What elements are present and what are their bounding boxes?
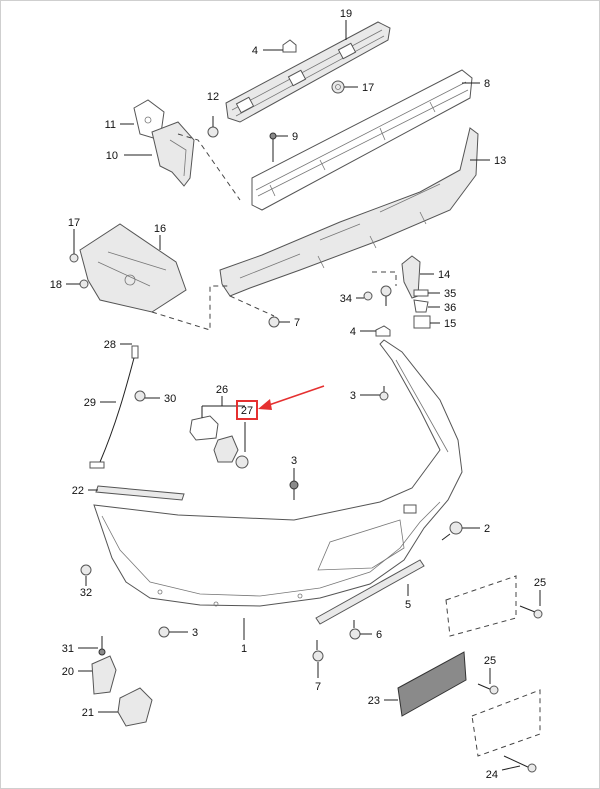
bolt-part-25-lower	[477, 683, 499, 695]
screw-part-34	[363, 291, 373, 301]
callout-2: 2	[484, 523, 490, 535]
callout-7-lower: 7	[315, 681, 321, 693]
screw-part-12	[207, 116, 219, 138]
clip-part-35	[413, 289, 429, 297]
screw-part-32	[80, 564, 92, 576]
callout-25-lower: 25	[484, 655, 496, 667]
callout-19: 19	[340, 8, 352, 20]
callout-4-mid: 4	[350, 326, 356, 338]
callout-22: 22	[72, 485, 84, 497]
callout-27: 27	[241, 405, 253, 417]
callout-35: 35	[444, 288, 456, 300]
callout-24: 24	[486, 769, 498, 781]
side-bracket-part-16	[79, 223, 187, 313]
clip-part-4-upper	[282, 39, 297, 53]
bolt-part-24	[503, 755, 537, 773]
callout-12: 12	[207, 91, 219, 103]
bumper-beam	[251, 69, 473, 211]
callout-36: 36	[444, 302, 456, 314]
callout-16: 16	[154, 223, 166, 235]
nut-part-17-upper	[331, 80, 345, 94]
callout-8: 8	[484, 78, 490, 90]
license-plate-part-23	[397, 651, 467, 717]
callout-13: 13	[494, 155, 506, 167]
callout-9: 9	[292, 131, 298, 143]
clip-part-30	[134, 390, 146, 402]
callout-32: 32	[80, 587, 92, 599]
arrow-part-2	[441, 533, 451, 541]
callout-28: 28	[104, 339, 116, 351]
callout-26: 26	[216, 384, 228, 396]
red-pointer-arrow	[258, 385, 325, 410]
bolt-part-3-right	[379, 386, 389, 401]
callout-25-upper: 25	[534, 577, 546, 589]
stud-part-31	[98, 636, 106, 656]
lower-diffuser	[219, 127, 479, 297]
callout-34: 34	[340, 293, 352, 305]
callout-29: 29	[84, 397, 96, 409]
callout-3-lower: 3	[192, 627, 198, 639]
callout-5: 5	[405, 599, 411, 611]
callout-14: 14	[438, 269, 450, 281]
callout-10: 10	[106, 150, 118, 162]
callout-21: 21	[82, 707, 94, 719]
strip-part-5	[315, 559, 425, 625]
callout-3-center: 3	[291, 455, 297, 467]
callout-17-left: 17	[68, 217, 80, 229]
callout-17-upper: 17	[362, 82, 374, 94]
callout-3-right: 3	[350, 390, 356, 402]
bolt-part-9	[269, 132, 277, 162]
screw-part-18	[79, 279, 89, 289]
callout-leaders	[66, 20, 541, 771]
cable-part-29	[89, 345, 139, 469]
bolt-part-3-lower	[158, 626, 170, 638]
plug-part-2	[449, 521, 463, 535]
clip-part-36	[413, 299, 429, 313]
callout-7-upper: 7	[294, 317, 300, 329]
plate-holder-outline	[445, 575, 541, 757]
callout-31: 31	[62, 643, 74, 655]
sensor-part-26	[189, 396, 245, 463]
bumper-cover-part-1	[93, 339, 463, 607]
callout-18: 18	[50, 279, 62, 291]
callout-6: 6	[376, 629, 382, 641]
strip-part-22	[95, 485, 185, 501]
bracket-part-15	[413, 315, 431, 329]
callout-11: 11	[105, 119, 116, 131]
sensor-ring-part-27	[235, 422, 249, 469]
lamp-part-20	[91, 655, 117, 695]
dash-line-mount	[177, 133, 241, 201]
callout-23: 23	[368, 695, 380, 707]
callout-30: 30	[164, 393, 176, 405]
bolt-part-3-center	[289, 480, 299, 500]
reflector-part-21	[117, 687, 153, 727]
dash-line-side	[151, 285, 230, 331]
dash-line-right	[372, 271, 397, 286]
highlight-box-27	[236, 400, 258, 420]
mount-part-10	[151, 121, 195, 187]
callout-4-upper: 4	[252, 45, 258, 57]
reinforcement-bar-upper	[225, 21, 391, 123]
nut-part-17-left	[69, 253, 79, 263]
callout-1: 1	[241, 643, 247, 655]
bolt-part-25-upper	[519, 605, 543, 619]
screw-part-6	[349, 620, 361, 640]
screw-part-7-lower	[312, 640, 324, 662]
callout-20: 20	[62, 666, 74, 678]
callout-15: 15	[444, 318, 456, 330]
clip-part-4-mid	[375, 325, 391, 337]
screw-part-7-upper	[229, 295, 280, 328]
screw-part-7-mid	[380, 285, 392, 306]
